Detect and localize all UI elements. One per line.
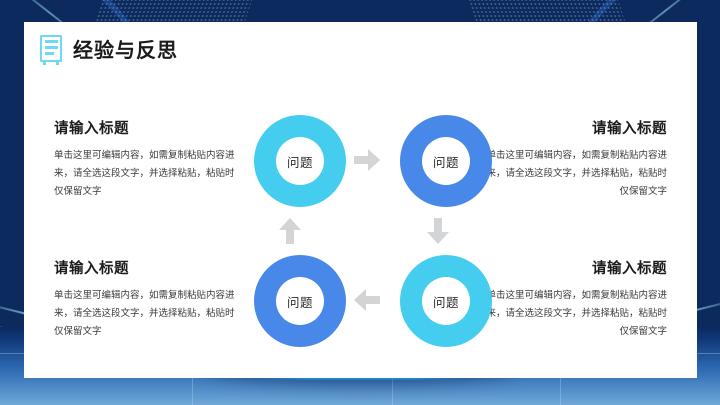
block-body: 单击这里可编辑内容，如需复制粘贴内容进来，请全选这段文字，并选择粘贴，粘贴时仅保… — [486, 290, 667, 337]
node-center: 问题 — [276, 277, 324, 325]
block-title: 请输入标题 — [54, 261, 129, 277]
block-body: 单击这里可编辑内容，如需复制粘贴内容进来，请全选这段文字，并选择粘贴，粘贴时仅保… — [54, 150, 235, 197]
block-title: 请输入标题 — [54, 121, 129, 137]
block-body: 单击这里可编辑内容，如需复制粘贴内容进来，请全选这段文字，并选择粘贴，粘贴时仅保… — [486, 150, 667, 197]
node-center: 问题 — [422, 137, 470, 185]
page-title: 经验与反思 — [73, 40, 178, 62]
node-label: 问题 — [432, 295, 459, 310]
block-title: 请输入标题 — [592, 121, 667, 137]
arrow-up-icon — [279, 218, 301, 244]
arrow-right-icon — [354, 149, 380, 171]
block-body: 单击这里可编辑内容，如需复制粘贴内容进来，请全选这段文字，并选择粘贴，粘贴时仅保… — [54, 290, 235, 337]
block-title: 请输入标题 — [592, 261, 667, 277]
document-lines-icon — [40, 35, 62, 65]
node-label: 问题 — [286, 155, 313, 170]
text-block-bottom-right: 请输入标题 单击这里可编辑内容，如需复制粘贴内容进来，请全选这段文字，并选择粘贴… — [479, 257, 667, 341]
node-center: 问题 — [422, 277, 470, 325]
arrow-down-icon — [427, 218, 449, 244]
text-block-bottom-left: 请输入标题 单击这里可编辑内容，如需复制粘贴内容进来，请全选这段文字，并选择粘贴… — [54, 257, 242, 341]
text-block-top-right: 请输入标题 单击这里可编辑内容，如需复制粘贴内容进来，请全选这段文字，并选择粘贴… — [479, 117, 667, 201]
arrow-left-icon — [354, 289, 380, 311]
node-label: 问题 — [286, 295, 313, 310]
cycle-node-top-right[interactable]: 问题 — [400, 115, 492, 207]
node-center: 问题 — [276, 137, 324, 185]
slide-header: 经验与反思 — [40, 34, 178, 65]
cycle-node-bottom-left[interactable]: 问题 — [254, 255, 346, 347]
text-block-top-left: 请输入标题 单击这里可编辑内容，如需复制粘贴内容进来，请全选这段文字，并选择粘贴… — [54, 117, 242, 201]
node-label: 问题 — [432, 155, 459, 170]
slide-content-card: 经验与反思 请输入标题 单击这里可编辑内容，如需复制粘贴内容进来，请全选这段文字… — [24, 22, 697, 378]
cycle-node-bottom-right[interactable]: 问题 — [400, 255, 492, 347]
cycle-node-top-left[interactable]: 问题 — [254, 115, 346, 207]
